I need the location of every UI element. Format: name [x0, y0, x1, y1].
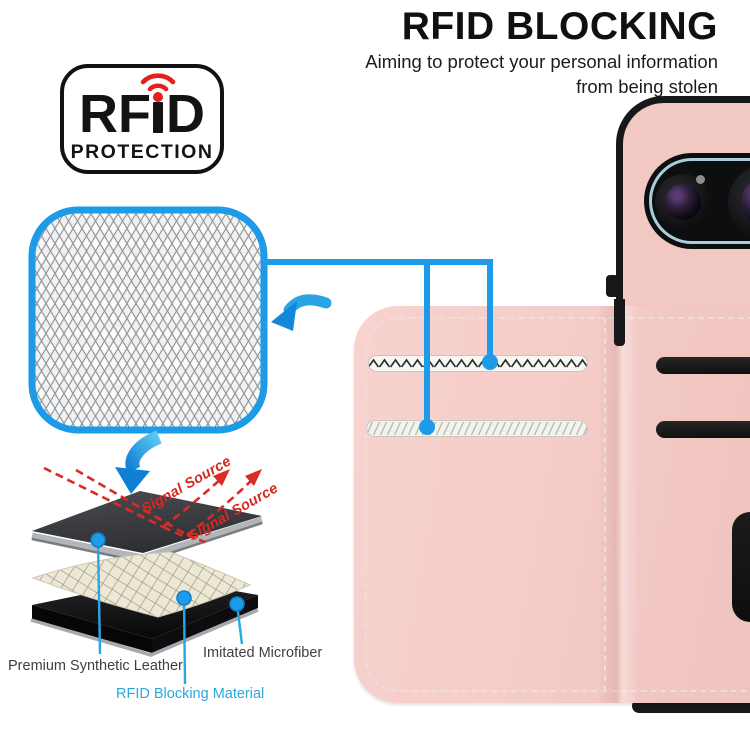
curved-arrow-down-icon: [115, 430, 162, 494]
premium-synthetic-leather-label: Premium Synthetic Leather: [8, 658, 183, 674]
card-slot-rfid-strip-1: [368, 355, 588, 372]
rfid-protection-badge: RF D PROTECTION: [60, 64, 224, 174]
letter-i-stem: [152, 102, 163, 133]
subtitle-line-1: Aiming to protect your personal informat…: [365, 51, 718, 72]
card-slot-opening-2: [656, 421, 750, 438]
page-title: RFID BLOCKING: [401, 5, 718, 48]
rfid-letter-i: [140, 73, 176, 136]
wifi-signal-icon: [140, 73, 176, 102]
leather-layer: [32, 491, 262, 553]
leather-layer-edge-shadow: [31, 521, 263, 564]
signal-source-label-2: Signal Source: [186, 480, 281, 544]
fold-stitching: [604, 318, 606, 691]
camera-lens-right-glass: [741, 178, 750, 226]
phone-side-button: [606, 275, 619, 297]
leather-pointer-dot: [90, 532, 106, 548]
flap-stitching: [365, 317, 750, 692]
microfiber-layer: [32, 578, 258, 639]
camera-lens-right: [728, 165, 750, 239]
subtitle-line-2: from being stolen: [576, 75, 718, 97]
signal-rays: [43, 466, 255, 544]
rfid-mesh-layer: [31, 551, 252, 618]
card-slot-rfid-strip-2: [366, 420, 588, 437]
camera-bar-ring: [649, 158, 750, 244]
camera-cutout-edge: [732, 512, 750, 622]
header: RFID BLOCKING Aiming to protect your per…: [278, 6, 718, 97]
microfiber-layer-side-left: [32, 605, 152, 653]
fold-gap-shadow: [614, 299, 625, 346]
microfiber-pointer-dot: [229, 596, 245, 612]
signal-arrowhead-2: [245, 469, 262, 486]
rfid-wordmark: RF D: [64, 73, 220, 144]
protection-label: PROTECTION: [70, 141, 214, 163]
rfid-letter-d: D: [165, 84, 205, 144]
camera-lens-left-glass: [665, 184, 701, 220]
signal-arrowhead-1: [213, 469, 230, 486]
card-slot-opening-1: [656, 357, 750, 374]
camera-bar: [644, 153, 750, 249]
rfid-mesh-swatch: [28, 206, 268, 434]
signal-source-label-1: Signal Source: [139, 453, 234, 517]
imitated-microfiber-label: Imitated Microfiber: [203, 645, 323, 661]
leather-layer-edge: [31, 516, 264, 562]
mesh-pointer-dot: [176, 590, 192, 606]
rfid-letters-rf: RF: [79, 84, 151, 144]
rfid-blocking-material-label: RFID Blocking Material: [116, 686, 265, 702]
camera-sensor-dot: [696, 175, 705, 184]
wallet-flap-interior: [354, 306, 750, 703]
curved-arrow-left-icon: [271, 294, 332, 331]
